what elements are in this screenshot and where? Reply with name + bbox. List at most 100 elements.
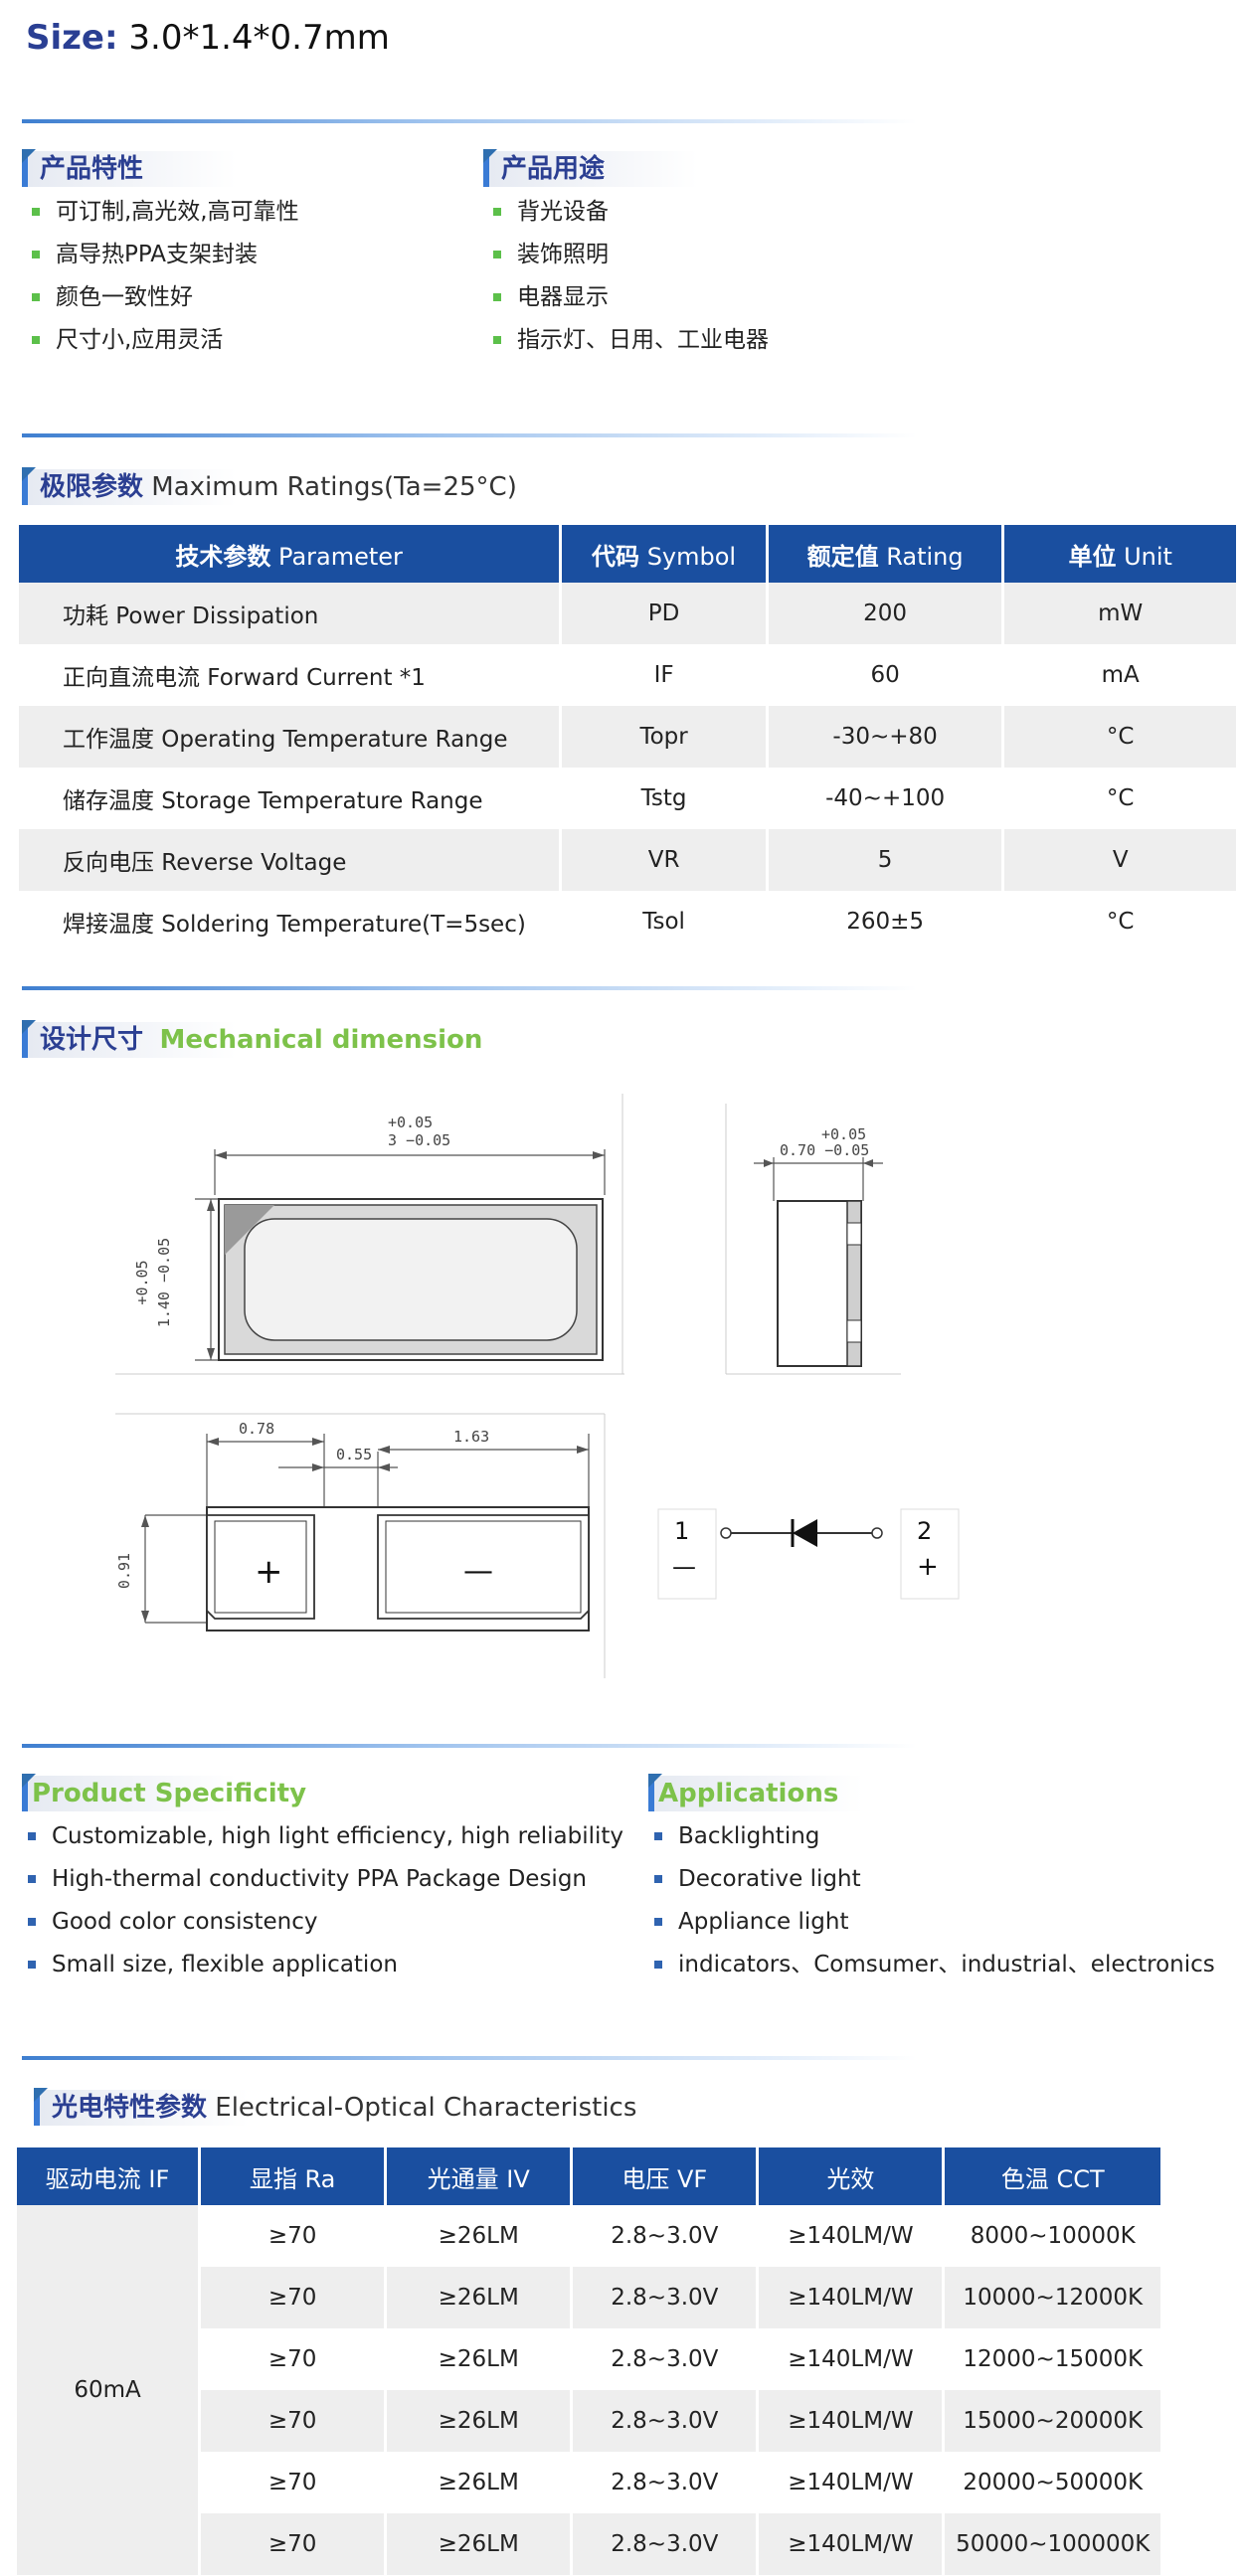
- eo-eff-cell: ≥140LM/W: [759, 2267, 943, 2328]
- uses-title: 产品用途: [483, 149, 881, 189]
- pin-2-sign: +: [917, 1552, 939, 1582]
- ratings-unit-cell: mW: [1004, 583, 1236, 644]
- mechanical-title: 设计尺寸 Mechanical dimension: [22, 1020, 619, 1060]
- eo-ra-cell: ≥70: [267, 2470, 317, 2495]
- product-spec-title: Product Specificity: [22, 1774, 519, 1813]
- eo-vf-cell: 2.8~3.0V: [611, 2346, 719, 2372]
- ratings-header-cell: 代码 Symbol: [562, 525, 766, 583]
- ratings-header-cell: 单位 Unit: [1004, 525, 1236, 583]
- header-zh: 色温: [1000, 2164, 1049, 2193]
- dim-top-tol: +0.05: [388, 1114, 433, 1131]
- divider-line: [22, 2056, 917, 2060]
- eo-vf-cell: 2.8~3.0V: [573, 2390, 757, 2452]
- ratings-rating-cell: 60: [870, 662, 900, 688]
- header-en: IV: [506, 2164, 530, 2193]
- bullet-square-icon: [654, 1961, 662, 1969]
- eo-cct-cell: 20000~50000K: [963, 2470, 1144, 2495]
- ratings-rating-cell: -40~+100: [825, 785, 946, 811]
- ratings-param-cell: 焊接温度 Soldering Temperature(T=5sec): [63, 912, 526, 938]
- application-item: indicators、Comsumer、industrial、electroni…: [648, 1944, 1215, 1986]
- spec-item: Good color consistency: [22, 1901, 623, 1944]
- ratings-unit-cell: °C: [1106, 909, 1135, 935]
- header-en: Symbol: [646, 542, 737, 571]
- eo-header-cell: 光通量 IV: [387, 2147, 571, 2205]
- bullet-square-icon: [32, 208, 40, 216]
- feature-item: 尺寸小,应用灵活: [26, 319, 299, 362]
- header-zh: 技术参数: [175, 542, 271, 571]
- ratings-param-cell: 正向直流电流 Forward Current *1: [63, 665, 426, 691]
- eo-eff-cell: ≥140LM/W: [788, 2470, 914, 2495]
- eo-header-cell: 色温 CCT: [945, 2147, 1160, 2205]
- eo-iv-cell: ≥26LM: [438, 2346, 519, 2372]
- ratings-rating-cell: 260±5: [846, 909, 925, 935]
- header-en: Parameter: [278, 542, 403, 571]
- bullet-square-icon: [32, 336, 40, 344]
- feature-item-text: 可订制,高光效,高可靠性: [56, 199, 299, 225]
- eo-cct-cell: 15000~20000K: [945, 2390, 1160, 2452]
- application-item: Backlighting: [648, 1815, 1215, 1858]
- size-label: Size:: [26, 18, 118, 58]
- feature-item-text: 颜色一致性好: [56, 284, 193, 310]
- features-title: 产品特性: [22, 149, 420, 189]
- header-zh: 额定值: [806, 542, 879, 571]
- eo-iv-cell: ≥26LM: [438, 2223, 519, 2249]
- eo-eff-cell: ≥140LM/W: [788, 2346, 914, 2372]
- eo-vf-cell: 2.8~3.0V: [573, 2513, 757, 2575]
- pin-1-sign: —: [672, 1553, 696, 1581]
- application-item: Decorative light: [648, 1858, 1215, 1901]
- bullet-square-icon: [493, 251, 501, 258]
- header-zh: 电压: [622, 2164, 670, 2193]
- spec-item-text: Small size, flexible application: [52, 1952, 398, 1977]
- dim-height-tol: +0.05: [133, 1260, 151, 1304]
- bullet-square-icon: [28, 1918, 36, 1926]
- bullet-square-icon: [32, 293, 40, 301]
- eo-eff-cell: ≥140LM/W: [759, 2513, 943, 2575]
- dim-height-len: 1.40 −0.05: [155, 1238, 173, 1327]
- header-en: Ra: [304, 2164, 336, 2193]
- application-item: Appliance light: [648, 1901, 1215, 1944]
- features-list: 可订制,高光效,高可靠性高导热PPA支架封装颜色一致性好尺寸小,应用灵活: [26, 191, 299, 362]
- ratings-param-cell: 功耗 Power Dissipation: [19, 583, 560, 644]
- bullet-square-icon: [32, 251, 40, 258]
- dim-pad-a: 0.78: [239, 1420, 274, 1438]
- ratings-header-cell: 技术参数 Parameter: [19, 525, 560, 583]
- ratings-unit-cell: mA: [1101, 662, 1140, 688]
- dim-top-len: 3 −0.05: [388, 1131, 450, 1149]
- header-zh: 显指: [249, 2164, 297, 2193]
- feature-item-text: 高导热PPA支架封装: [56, 242, 259, 267]
- ratings-rating-cell: -30~+80: [768, 706, 1002, 768]
- pin-2-label: 2: [917, 1517, 932, 1545]
- eo-cct-cell: 50000~100000K: [945, 2513, 1160, 2575]
- eo-eff-cell: ≥140LM/W: [759, 2390, 943, 2452]
- eo-ra-cell: ≥70: [267, 2346, 317, 2372]
- pad-plus-sign: +: [255, 1552, 283, 1592]
- use-item-text: 背光设备: [517, 199, 609, 225]
- header-zh: 代码: [592, 542, 640, 571]
- ratings-symbol-cell: VR: [562, 829, 766, 891]
- ratings-unit-cell: °C: [1004, 706, 1236, 768]
- eo-cct-cell: 10000~12000K: [945, 2267, 1160, 2328]
- ratings-param-cell: 反向电压 Reverse Voltage: [19, 829, 560, 891]
- header-zh: 光效: [826, 2164, 875, 2193]
- use-item-text: 指示灯、日用、工业电器: [517, 327, 769, 353]
- bullet-square-icon: [28, 1875, 36, 1883]
- header-en: Unit: [1124, 542, 1172, 571]
- bullet-square-icon: [28, 1832, 36, 1840]
- eo-iv-cell: ≥26LM: [387, 2513, 571, 2575]
- feature-item-text: 尺寸小,应用灵活: [56, 327, 224, 353]
- divider-line: [22, 1744, 917, 1748]
- header-en: Rating: [886, 542, 964, 571]
- eo-ra-cell: ≥70: [201, 2267, 385, 2328]
- application-item-text: Backlighting: [678, 1823, 820, 1849]
- ratings-symbol-cell: Topr: [562, 706, 766, 768]
- eo-ra-cell: ≥70: [201, 2390, 385, 2452]
